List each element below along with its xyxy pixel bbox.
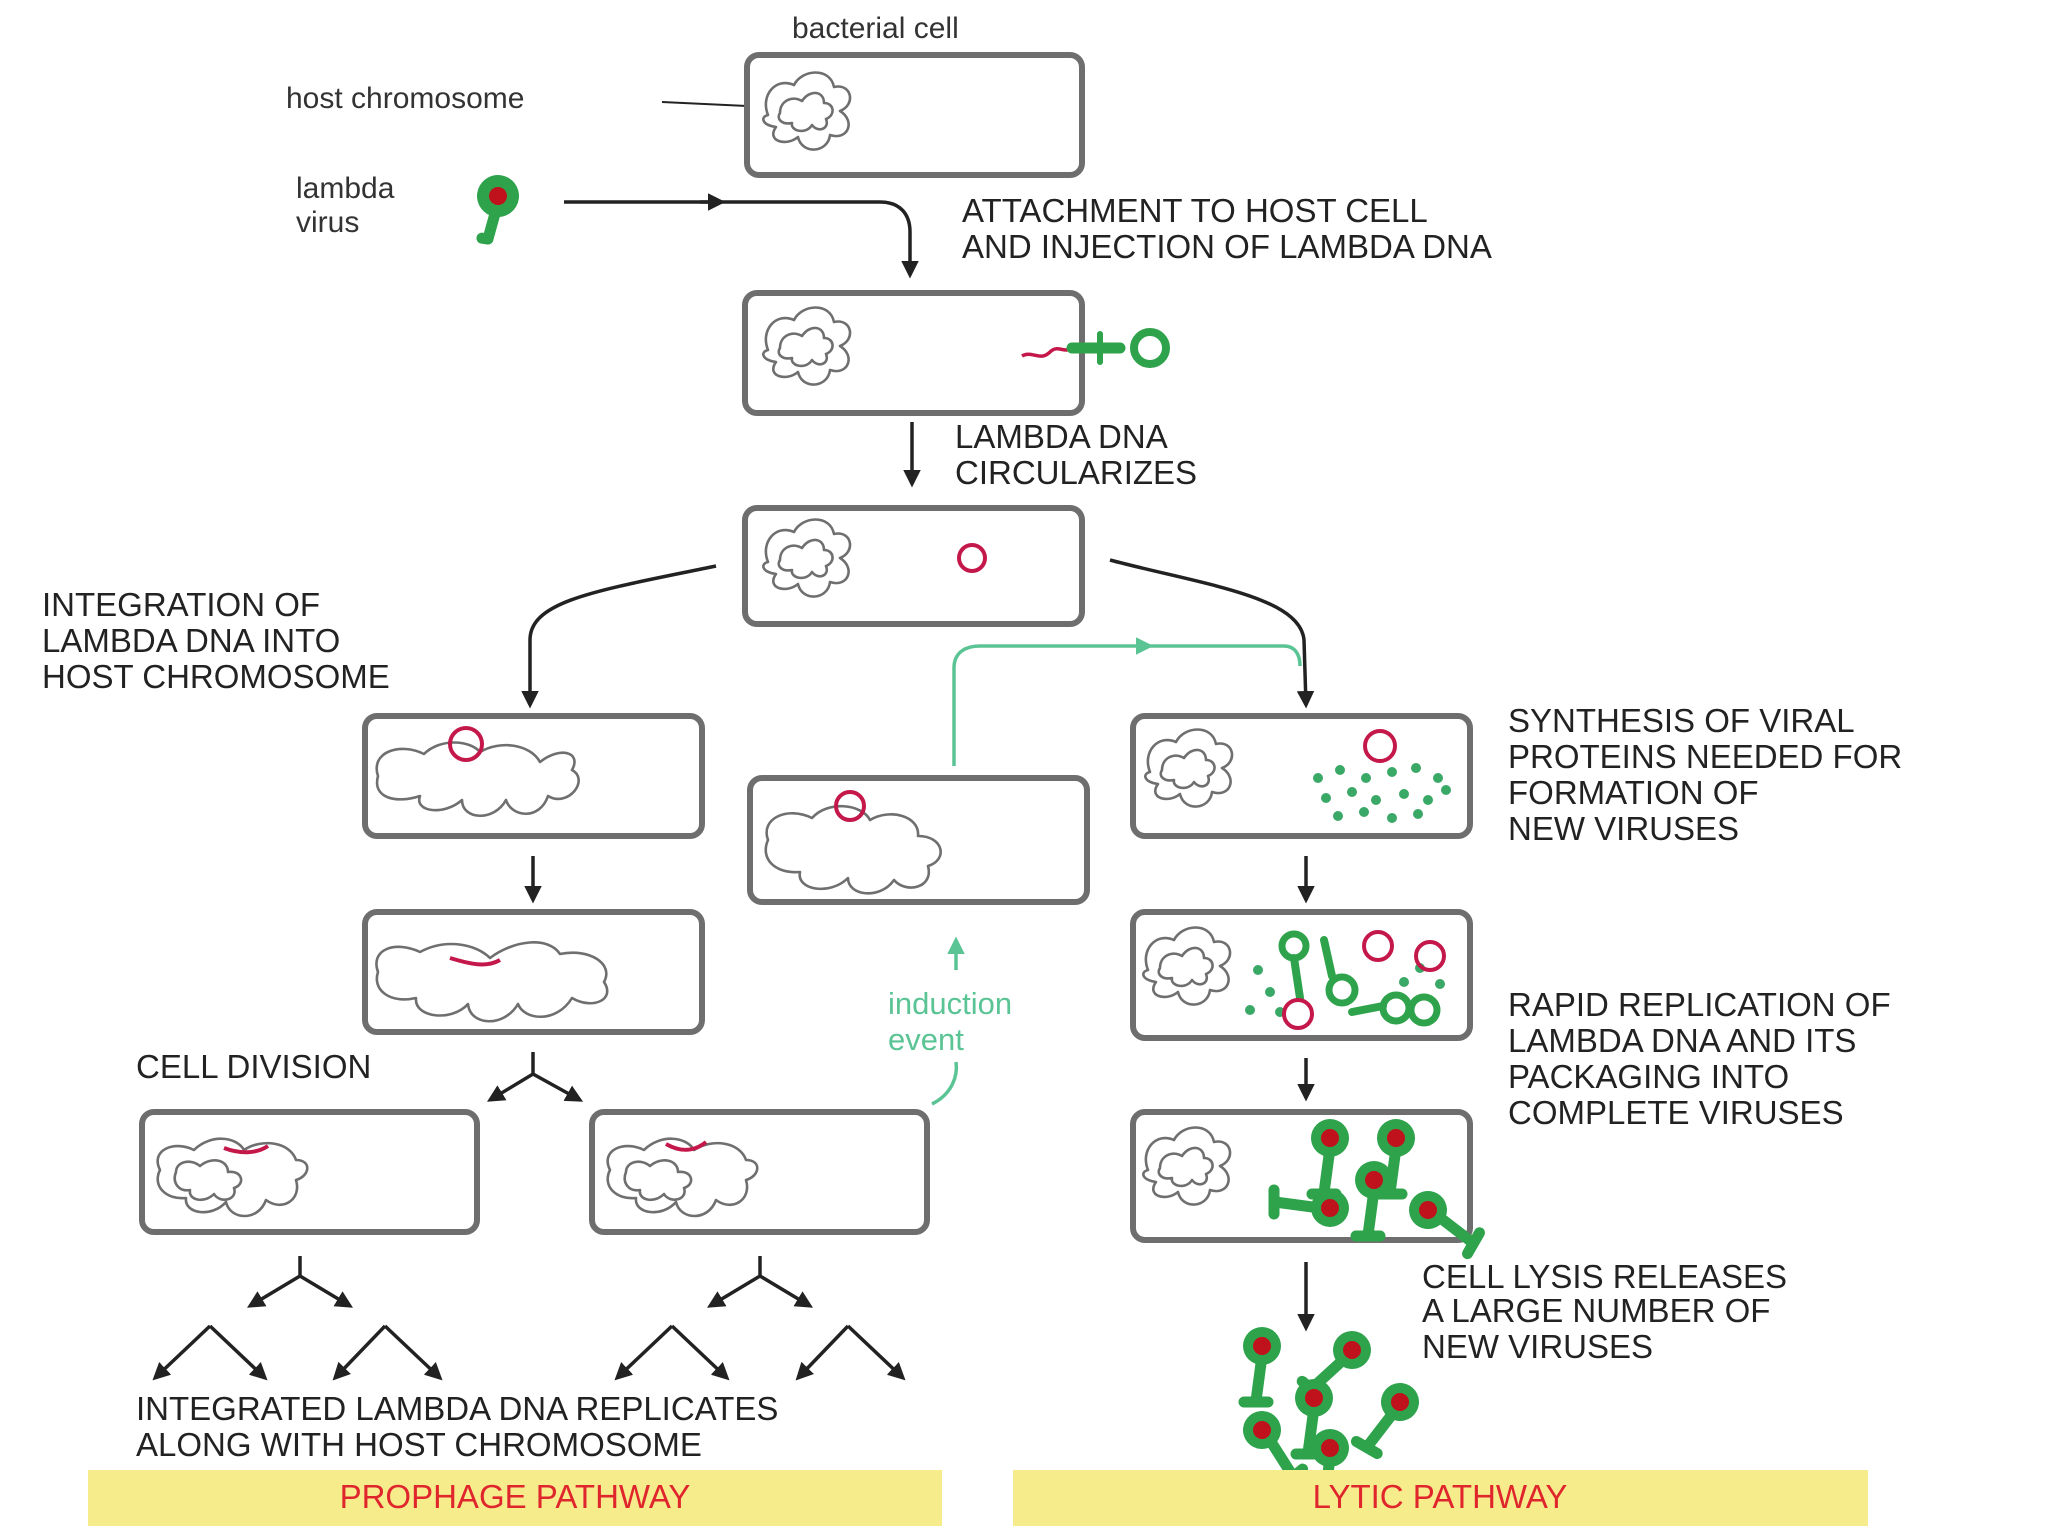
lambda-virus-label-line2: virus — [296, 206, 359, 239]
prophage-pathway-label: PROPHAGE PATHWAY — [340, 1478, 691, 1515]
induction-label-line1: induction — [888, 986, 1012, 1021]
prophage-cell — [362, 909, 705, 1035]
lambda-virus-label-line1: lambda — [296, 172, 395, 205]
induced-cell — [747, 775, 1090, 905]
lysis-label-line3: NEW VIRUSES — [1422, 1328, 1653, 1365]
circularizes-label-line1: LAMBDA DNA — [955, 418, 1168, 455]
replication-label-line1: RAPID REPLICATION OF — [1508, 986, 1891, 1023]
integration-label-line2: LAMBDA DNA INTO — [42, 622, 340, 659]
synthesis-label-line1: SYNTHESIS OF VIRAL — [1508, 702, 1855, 739]
replication-label-line4: COMPLETE VIRUSES — [1508, 1094, 1844, 1131]
lysis-label-line1: CELL LYSIS RELEASES — [1422, 1258, 1787, 1295]
protein-synthesis-cell — [1130, 713, 1473, 839]
bacterial-cell — [744, 52, 1085, 178]
integration-label-line3: HOST CHROMOSOME — [42, 658, 390, 695]
circularized-dna-cell — [742, 505, 1085, 627]
lytic-pathway-banner — [1013, 1470, 1868, 1526]
packaged-viruses-cell — [1130, 1109, 1486, 1254]
lytic-pathway-label: LYTIC PATHWAY — [1313, 1478, 1568, 1515]
prophage-pathway-banner — [88, 1470, 942, 1526]
cell-division-label: CELL DIVISION — [136, 1048, 371, 1085]
integration-label-line1: INTEGRATION OF — [42, 586, 320, 623]
integrated-replicates-label-line1: INTEGRATED LAMBDA DNA REPLICATES — [136, 1390, 778, 1427]
replication-label-line2: LAMBDA DNA AND ITS — [1508, 1022, 1856, 1059]
synthesis-label-line2: PROTEINS NEEDED FOR — [1508, 738, 1902, 775]
integration-cell — [362, 713, 705, 839]
bacterial-cell-label: bacterial cell — [792, 12, 959, 45]
daughter-cell-left — [139, 1109, 480, 1235]
induction-label-line2: event — [888, 1022, 964, 1057]
infected-cell — [742, 290, 1085, 416]
synthesis-label-line3: FORMATION OF — [1508, 774, 1759, 811]
lysis-label-line2: A LARGE NUMBER OF — [1422, 1292, 1770, 1329]
lambda-virus-particle — [476, 175, 519, 245]
host-chromosome-label: host chromosome — [286, 82, 524, 115]
integrated-replicates-label-line2: ALONG WITH HOST CHROMOSOME — [136, 1426, 702, 1463]
circularizes-label-line2: CIRCULARIZES — [955, 454, 1197, 491]
replication-label-line3: PACKAGING INTO — [1508, 1058, 1789, 1095]
replication-cell — [1130, 909, 1473, 1041]
attachment-label-line1: ATTACHMENT TO HOST CELL — [962, 192, 1428, 229]
synthesis-label-line4: NEW VIRUSES — [1508, 810, 1739, 847]
daughter-cell-right — [589, 1109, 930, 1235]
attached-virus — [1066, 328, 1170, 368]
attachment-label-line2: AND INJECTION OF LAMBDA DNA — [962, 228, 1492, 265]
